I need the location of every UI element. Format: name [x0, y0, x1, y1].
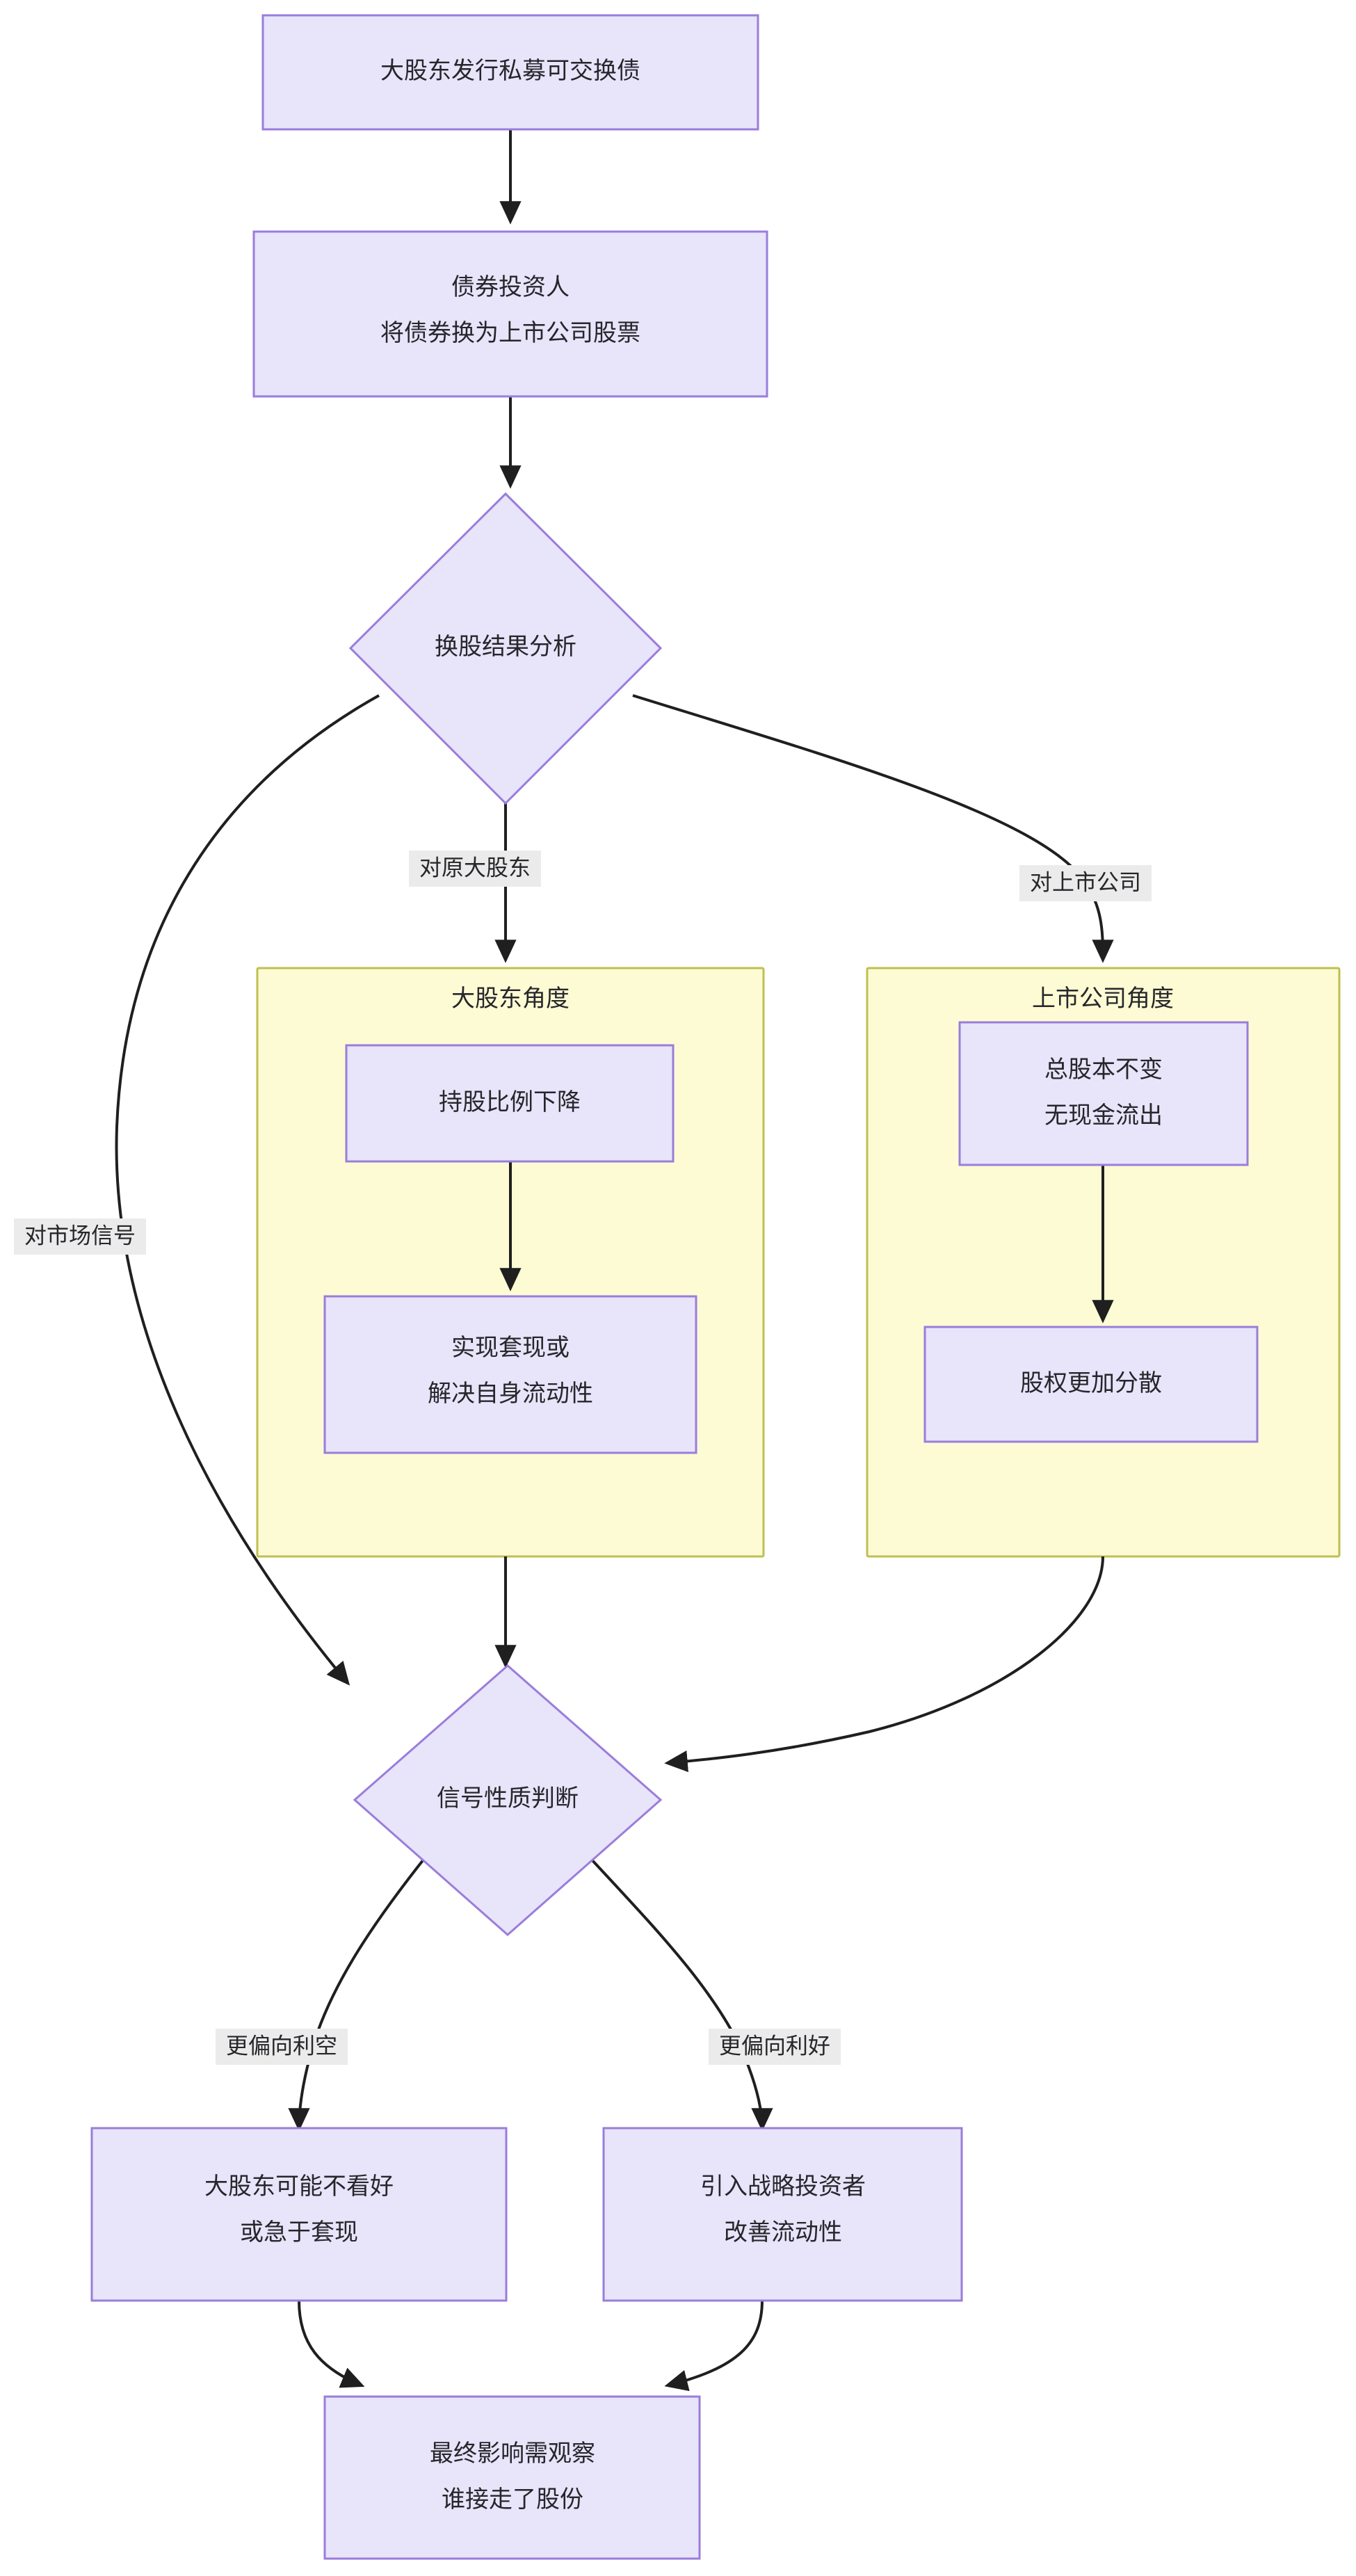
edge-n3-n8 [115, 694, 380, 1686]
cluster-title-major-shareholder: 大股东角度 [451, 985, 570, 1012]
node-label-n10-line1: 引入战略投资者 [700, 2173, 866, 2200]
node-bond-investor-swap[interactable]: 债券投资人 将债券换为上市公司股票 [252, 230, 768, 398]
node-strategic-investor-liquidity[interactable]: 引入战略投资者 改善流动性 [602, 2127, 963, 2302]
edge-label-to-market-signal: 对市场信号 [14, 1218, 146, 1255]
node-label-n2-line2: 将债券换为上市公司股票 [380, 320, 640, 346]
edge-label-more-bearish: 更偏向利空 [216, 2029, 348, 2065]
edge-n8-n9 [288, 1849, 433, 2132]
node-shareholding-ratio-decline[interactable]: 持股比例下降 [345, 1044, 675, 1163]
cluster-title-listed-company: 上市公司角度 [1032, 985, 1174, 1012]
node-swap-result-analysis[interactable]: 换股结果分析 [348, 492, 663, 805]
edge-label-text-to-major-shareholder: 对原大股东 [419, 855, 531, 880]
edge-label-to-listed-company: 对上市公司 [1019, 865, 1152, 901]
edge-n9-n11 [298, 2300, 365, 2388]
edge-label-text-to-market-signal: 对市场信号 [24, 1223, 136, 1248]
edge-label-to-major-shareholder: 对原大股东 [409, 851, 541, 887]
node-cash-out-or-liquidity[interactable]: 实现套现或 解决自身流动性 [323, 1295, 697, 1454]
node-total-capital-unchanged[interactable]: 总股本不变 无现金流出 [958, 1021, 1249, 1166]
node-label-n1: 大股东发行私募可交换债 [380, 58, 640, 84]
node-major-shareholder-bearish[interactable]: 大股东可能不看好 或急于套现 [90, 2127, 508, 2302]
node-label-n5-line2: 解决自身流动性 [428, 1380, 593, 1407]
edge-label-text-more-bullish: 更偏向利好 [719, 2033, 830, 2058]
edge-n10-n11 [664, 2300, 764, 2392]
node-label-n10-line2: 改善流动性 [724, 2219, 842, 2246]
node-label-n9-line1: 大股东可能不看好 [204, 2173, 394, 2200]
edge-label-text-more-bearish: 更偏向利空 [226, 2033, 337, 2058]
edge-n3-cluster2 [632, 694, 1114, 963]
edge-n8-n10 [581, 1849, 773, 2132]
node-label-n3: 换股结果分析 [435, 634, 576, 660]
edge-cluster2-n8 [664, 1556, 1104, 1773]
node-label-n11-line2: 谁接走了股份 [442, 2486, 583, 2513]
node-label-n7: 股权更加分散 [1020, 1370, 1162, 1396]
node-final-impact-observe[interactable]: 最终影响需观察 谁接走了股份 [323, 2395, 701, 2560]
edge-label-text-to-listed-company: 对上市公司 [1030, 869, 1141, 894]
node-label-n4: 持股比例下降 [439, 1089, 581, 1116]
node-equity-more-dispersed[interactable]: 股权更加分散 [923, 1326, 1259, 1443]
node-label-n8: 信号性质判断 [437, 1785, 579, 1812]
node-label-n11-line1: 最终影响需观察 [430, 2440, 595, 2467]
node-label-n5-line1: 实现套现或 [451, 1335, 570, 1361]
node-label-n6-line2: 无现金流出 [1044, 1102, 1163, 1129]
node-label-n2-line1: 债券投资人 [451, 274, 570, 300]
node-label-n6-line1: 总股本不变 [1044, 1056, 1163, 1083]
edge-label-more-bullish: 更偏向利好 [709, 2029, 841, 2065]
node-issue-private-exchangeable-bond[interactable]: 大股东发行私募可交换债 [261, 14, 759, 131]
node-signal-nature-judgement[interactable]: 信号性质判断 [353, 1664, 663, 1936]
node-label-n9-line2: 或急于套现 [240, 2219, 358, 2246]
